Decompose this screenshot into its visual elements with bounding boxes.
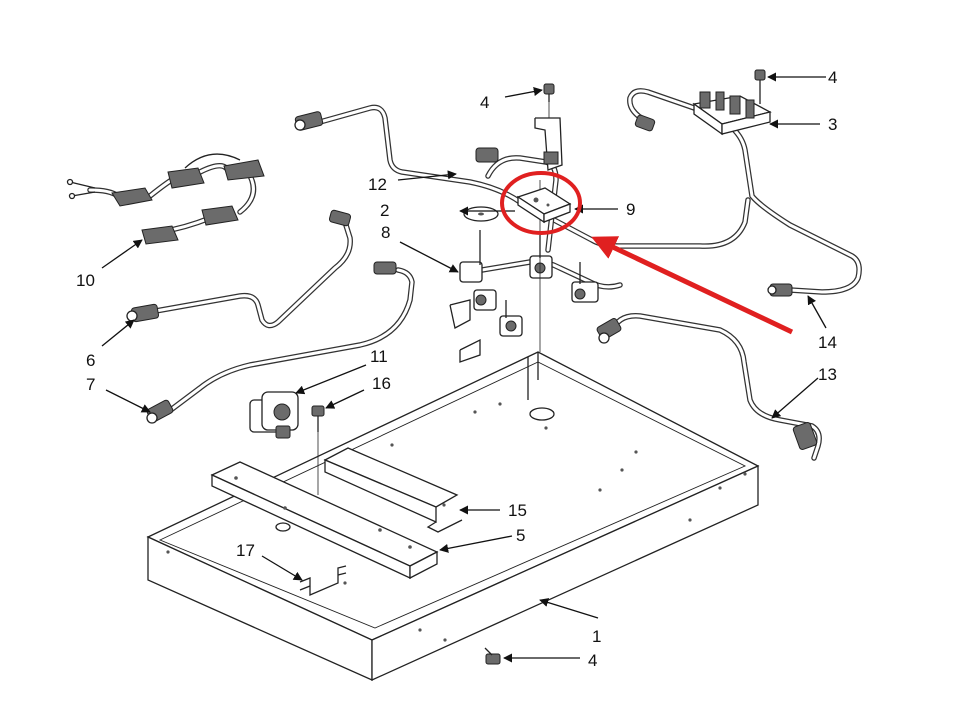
callout-5: 5 <box>516 526 525 545</box>
part-16-screw <box>311 405 325 432</box>
part-4-screw-bottom <box>484 647 501 665</box>
callout-3: 3 <box>828 115 837 134</box>
leader-lines <box>101 72 827 663</box>
highlight-circle <box>500 171 582 235</box>
part-2-washer <box>463 206 499 222</box>
tube-12 <box>294 104 751 249</box>
callout-17: 17 <box>236 541 255 560</box>
valve-assembly <box>449 147 623 363</box>
callout-8: 8 <box>381 223 390 242</box>
callout-11: 11 <box>370 347 388 366</box>
cross-brace <box>210 461 439 580</box>
callout-4-bottom: 4 <box>588 651 597 670</box>
tube-6 <box>126 209 353 329</box>
callout-14: 14 <box>818 333 837 352</box>
callout-13: 13 <box>818 365 837 384</box>
base-tray <box>146 351 760 682</box>
callout-9: 9 <box>626 200 635 219</box>
highlight-arrow <box>591 236 794 335</box>
tube-14 <box>627 88 862 297</box>
channel-bracket <box>323 447 463 533</box>
tube-7 <box>146 261 415 424</box>
callout-7: 7 <box>86 375 95 394</box>
small-bracket <box>299 565 347 596</box>
part-10-wire-harness <box>66 153 265 245</box>
callout-15: 15 <box>508 501 527 520</box>
callout-10: 10 <box>76 271 95 290</box>
callout-6: 6 <box>86 351 95 370</box>
callout-4-top: 4 <box>480 93 489 112</box>
part-3-terminal-block <box>692 69 772 136</box>
callout-16: 16 <box>372 374 391 393</box>
callout-4-upper-right: 4 <box>828 68 837 87</box>
callout-1: 1 <box>592 627 601 646</box>
tube-13 <box>596 313 822 461</box>
callout-labels: 1 2 3 4 4 4 5 6 7 8 9 10 11 12 13 14 15 … <box>76 68 837 670</box>
callout-12: 12 <box>368 175 387 194</box>
part-9-plate <box>516 187 572 224</box>
callout-2: 2 <box>380 201 389 220</box>
red-highlight <box>500 171 794 335</box>
part-11-regulator <box>249 391 299 439</box>
upper-bracket <box>534 83 563 171</box>
